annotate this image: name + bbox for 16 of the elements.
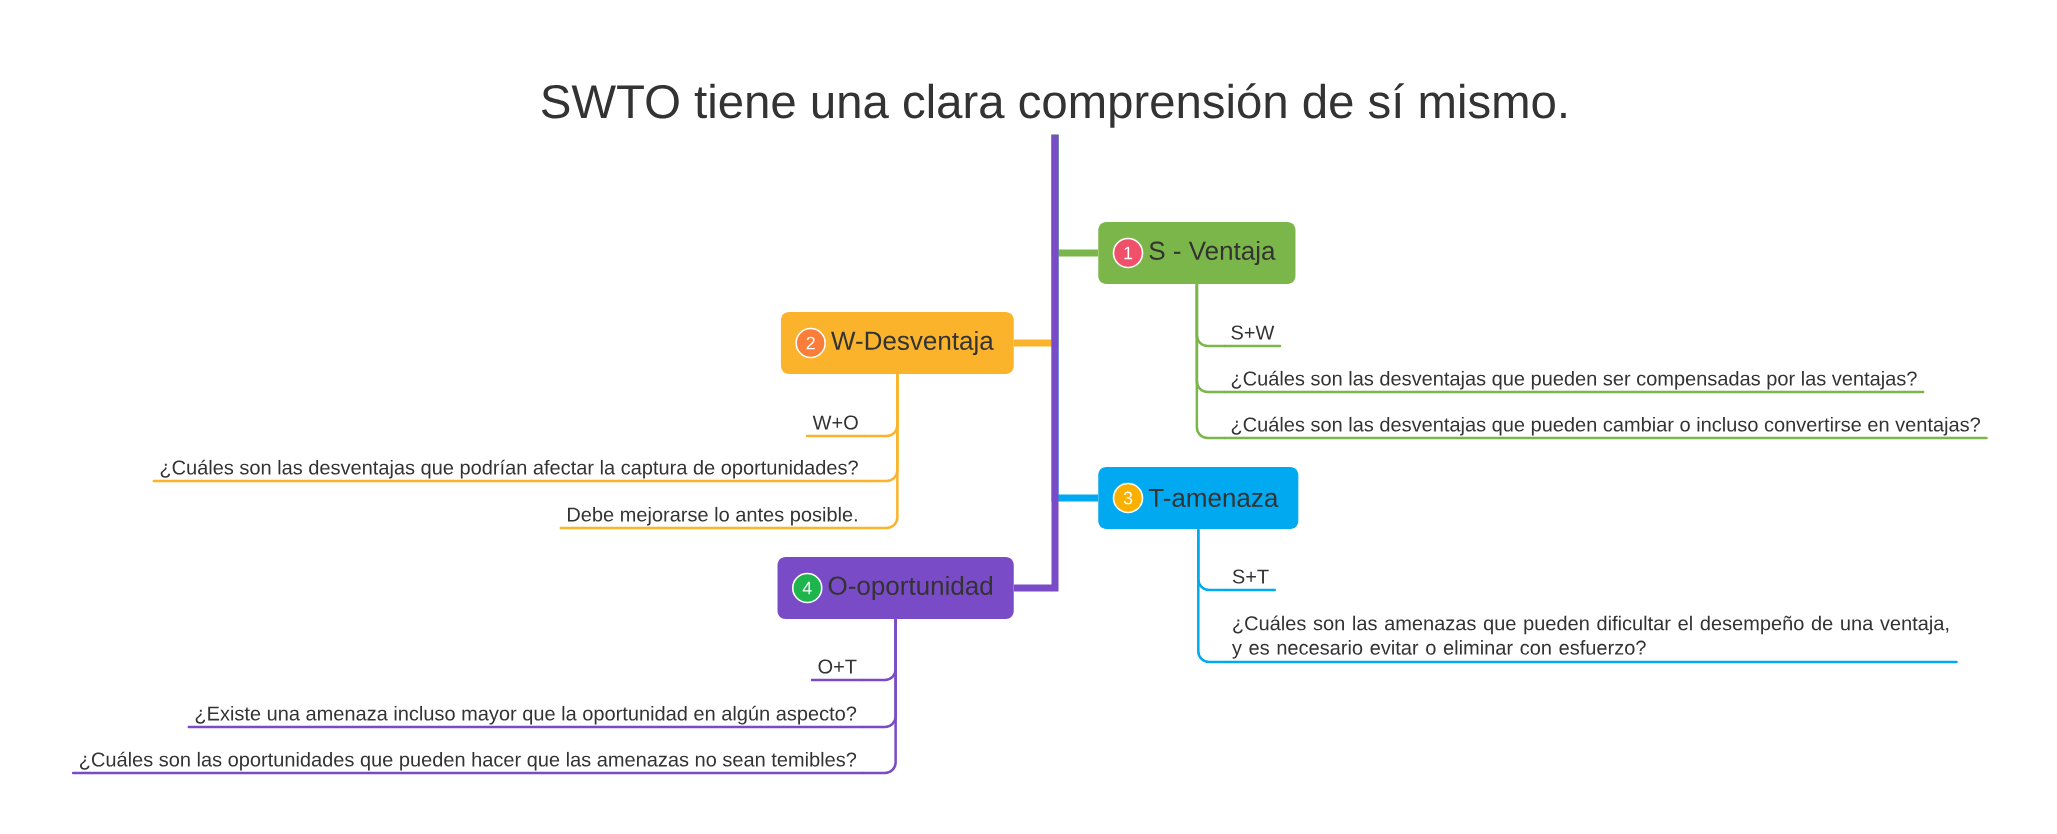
underlined-text: ¿Cuáles son las oportunidades que pueden hacer que las amenazas no sean temibles? <box>71 751 864 775</box>
number-badge: 4 <box>791 572 823 604</box>
underlined-text: O+T <box>810 659 864 682</box>
number-badge: 1 <box>1112 237 1144 269</box>
underlined-text: W+O <box>805 415 866 438</box>
underlined-text: S+W <box>1223 325 1282 348</box>
underlined-text: ¿Cuáles son las amenazas que pueden dificultar el desempeño de una ventaja, y es necesario evitar o eliminar con esfuerzo? <box>1225 615 1958 664</box>
number-badge: 2 <box>795 327 826 359</box>
underlined-text: ¿Cuáles son las desventajas que pueden cambiar o incluso convertirse en ventajas? <box>1223 416 1988 440</box>
underlined-text: S+T <box>1225 569 1276 592</box>
underlined-text: ¿Cuáles son las desventajas que podrían afectar la captura de oportunidades? <box>152 459 866 483</box>
underlined-text: ¿Existe una amenaza incluso mayor que la oportunidad en algún aspecto? <box>187 705 864 729</box>
central-topic: SWTO tiene una clara comprensión de sí mismo. <box>542 83 1566 128</box>
underlined-text: ¿Cuáles son las desventajas que pueden ser compensadas por las ventajas? <box>1223 370 1925 394</box>
number-badge: 3 <box>1112 482 1144 514</box>
underlined-text: Debe mejorarse lo antes posible. <box>559 506 866 530</box>
